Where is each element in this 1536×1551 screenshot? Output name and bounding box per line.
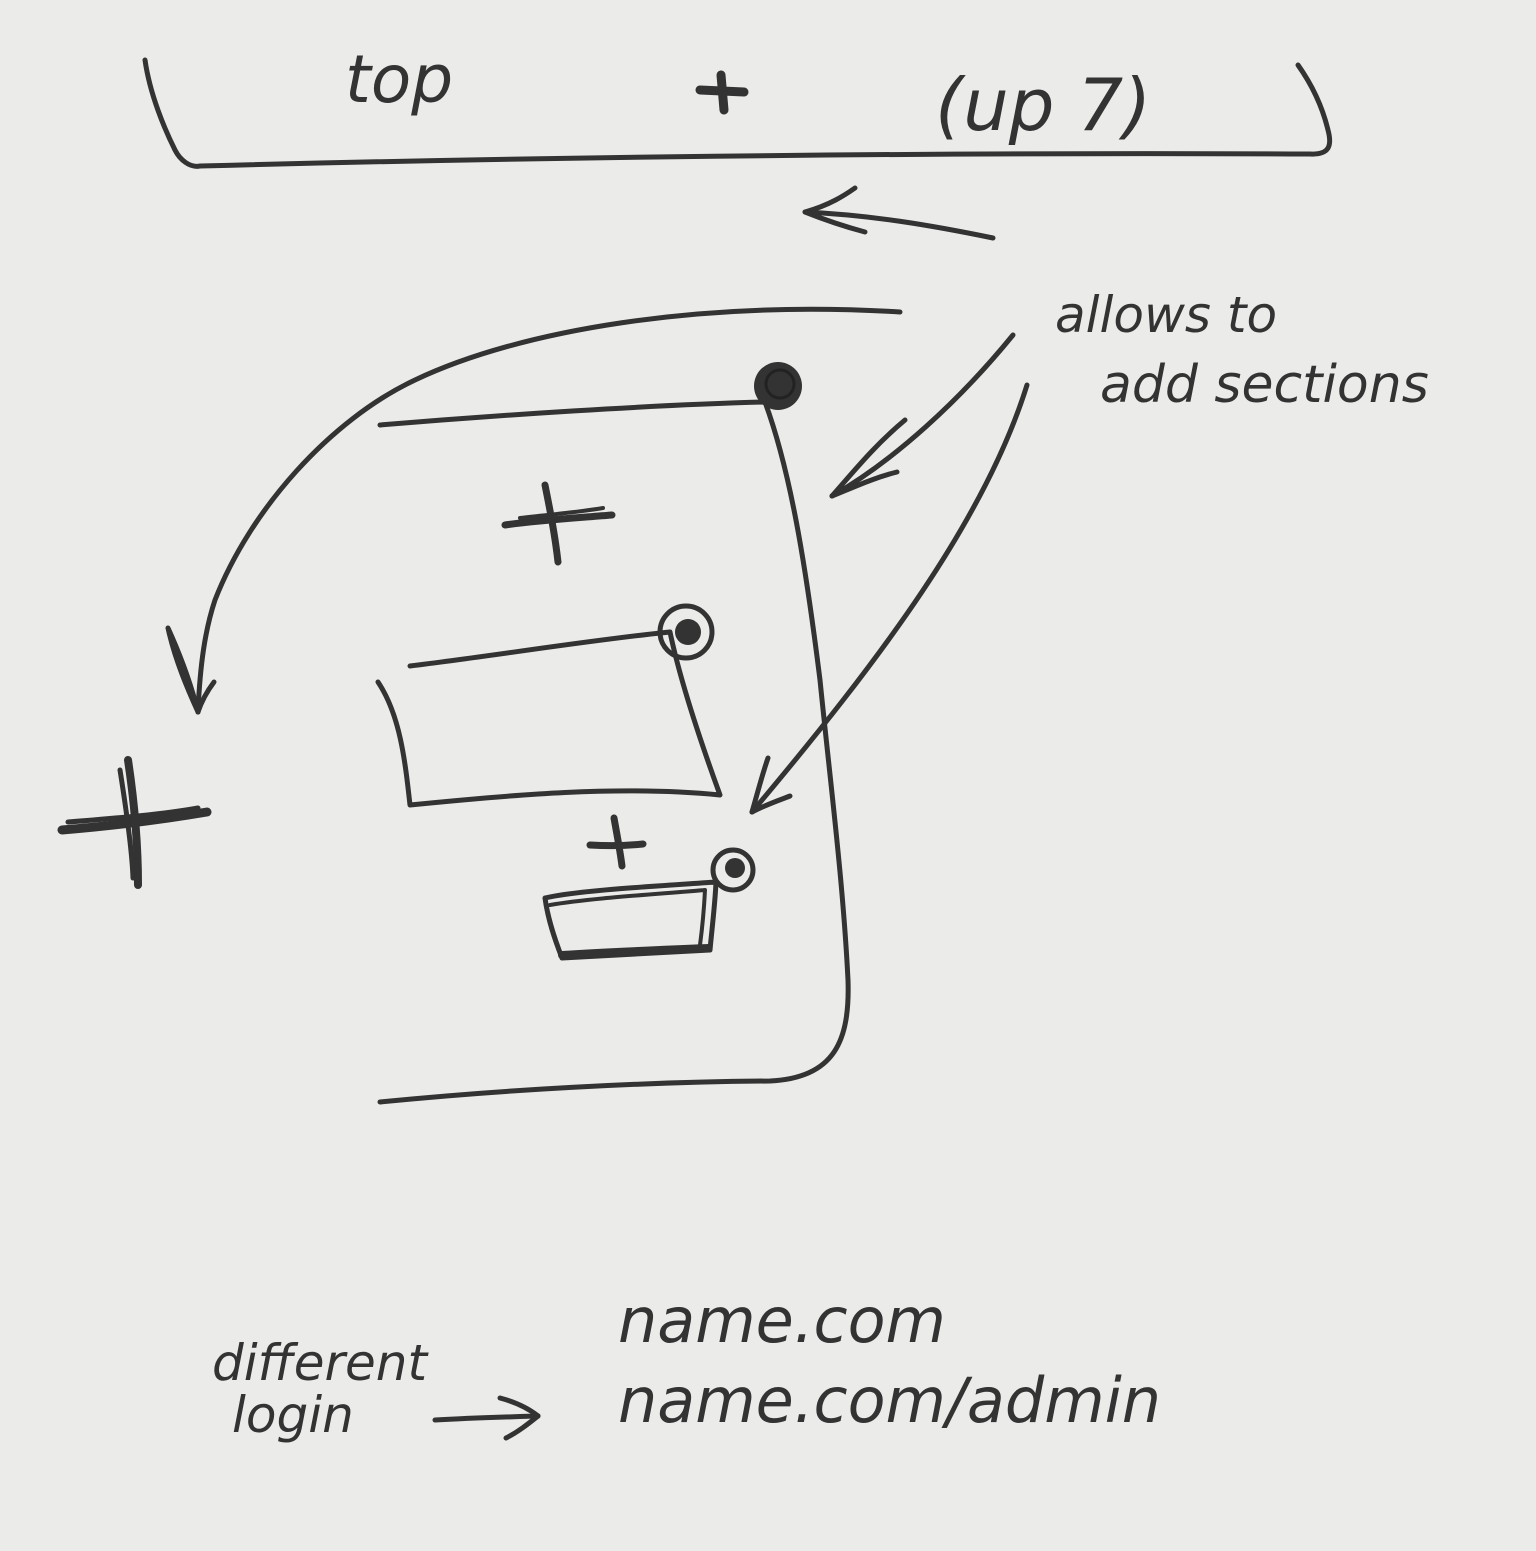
plus-icon[interactable] (57, 756, 212, 889)
inner-card[interactable] (375, 603, 723, 808)
handle-dot-icon[interactable] (710, 847, 756, 893)
small-card[interactable] (542, 847, 756, 961)
plus-icon[interactable] (586, 814, 647, 870)
arrow-down-left-icon (749, 382, 1030, 815)
login-label-line-1: different (212, 1334, 429, 1392)
section-panel[interactable] (375, 362, 851, 1105)
arrow-curve-icon (165, 306, 903, 715)
plus-icon[interactable] (695, 70, 749, 115)
annotation-line-1: allows to (1055, 286, 1277, 344)
arrow-right-icon (432, 1395, 541, 1441)
section-panel-outline (377, 399, 851, 1105)
login-note: different login name.com name.com/admin (212, 1284, 1161, 1444)
arrow-left-icon (802, 185, 996, 241)
url-admin-link[interactable]: name.com/admin (618, 1364, 1161, 1437)
arrow-down-left-icon (829, 332, 1016, 499)
header-left-label: top (345, 41, 453, 118)
annotation-note: allows to add sections (1055, 286, 1429, 415)
url-public-link[interactable]: name.com (618, 1284, 946, 1357)
plus-icon[interactable] (501, 481, 616, 566)
annotation-line-2: add sections (1100, 355, 1429, 415)
header-bar[interactable]: top (up 7) (142, 41, 1333, 169)
inner-card-outline (375, 629, 723, 808)
header-bar-outline (142, 57, 1333, 169)
login-label-line-2: login (232, 1386, 354, 1444)
handle-dot-icon[interactable] (754, 362, 802, 410)
header-right-label: (up 7) (935, 63, 1151, 147)
handle-dot-icon[interactable] (657, 603, 715, 661)
